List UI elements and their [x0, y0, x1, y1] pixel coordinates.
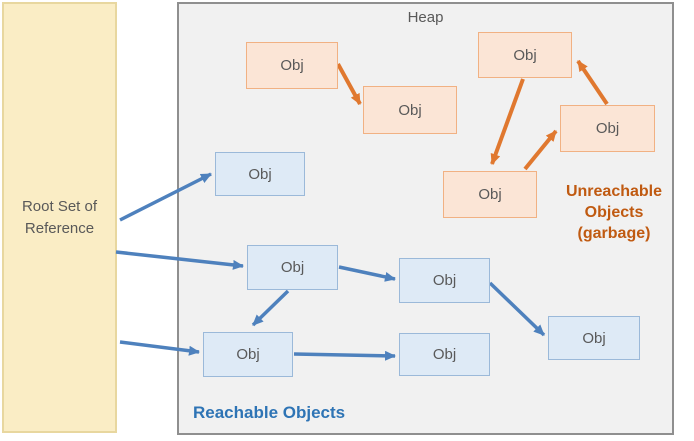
obj-label: Obj	[280, 57, 304, 74]
obj-label: Obj	[236, 346, 260, 363]
unreachable-obj-node: Obj	[363, 86, 457, 134]
root-set-label-line2: Reference	[24, 219, 95, 237]
obj-label: Obj	[432, 346, 457, 363]
obj-label: Obj	[582, 329, 606, 347]
obj-label: Obj	[248, 165, 272, 183]
unreachable-obj-node: Obj	[246, 42, 338, 89]
reachable-obj-node: Obj	[548, 316, 640, 360]
heap-label: Heap	[407, 9, 444, 26]
root-set-box: Root Set of Reference	[2, 2, 117, 433]
unreachable-caption: Unreachable Objects (garbage)	[551, 181, 677, 244]
unreachable-obj-node: Obj	[478, 32, 572, 78]
unreachable-caption-line3: (garbage)	[577, 225, 651, 242]
reachable-obj-node: Obj	[203, 332, 293, 377]
root-set-label-line1: Root Set of	[21, 197, 98, 215]
obj-label: Obj	[595, 120, 620, 137]
unreachable-caption-line2: Objects	[584, 204, 644, 221]
obj-label: Obj	[513, 46, 537, 64]
obj-label: Obj	[398, 101, 422, 119]
reachable-obj-node: Obj	[399, 258, 490, 303]
unreachable-caption-line1: Unreachable	[565, 183, 663, 200]
unreachable-obj-node: Obj	[443, 171, 537, 218]
reachable-obj-node: Obj	[215, 152, 305, 196]
reachable-obj-node: Obj	[399, 333, 490, 376]
obj-label: Obj	[280, 259, 305, 276]
reachable-obj-node: Obj	[247, 245, 338, 290]
reachable-caption: Reachable Objects	[193, 403, 346, 422]
obj-label: Obj	[478, 186, 502, 203]
obj-label: Obj	[432, 272, 457, 289]
unreachable-obj-node: Obj	[560, 105, 655, 152]
